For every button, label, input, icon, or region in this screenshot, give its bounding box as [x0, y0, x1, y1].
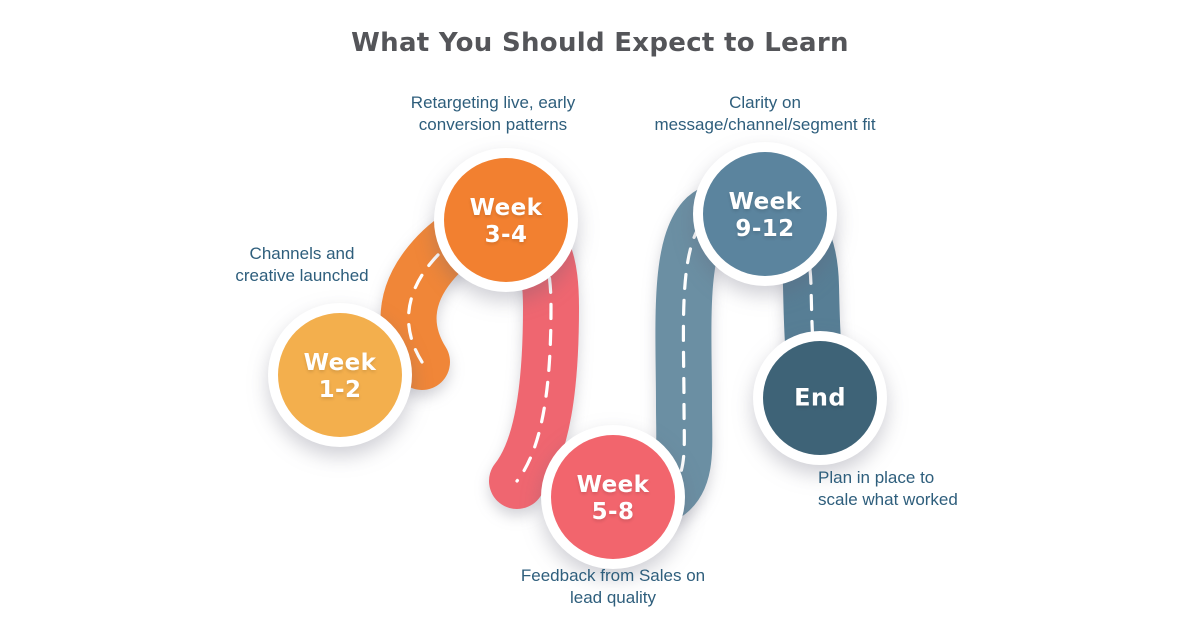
note-week-5-8: Feedback from Sales on lead quality: [520, 566, 706, 607]
week-3-4-circle: [444, 158, 568, 282]
milestone-week-5-8: [541, 425, 685, 569]
end-circle: [763, 341, 877, 455]
milestone-end: [753, 331, 887, 465]
milestone-week-1-2: [268, 303, 412, 447]
note-end: Plan in place to scale what worked: [818, 468, 958, 509]
note-week-1-2: Channels and creative launched: [235, 244, 369, 285]
note-week-9-12: Clarity on message/channel/segment fit: [654, 93, 876, 134]
milestone-nodes: [268, 142, 887, 569]
milestone-week-9-12: [693, 142, 837, 286]
week-9-12-circle: [703, 152, 827, 276]
note-week-3-4: Retargeting live, early conversion patte…: [410, 93, 576, 134]
week-1-2-circle: [278, 313, 402, 437]
milestone-week-3-4: [434, 148, 578, 292]
page-title: What You Should Expect to Learn: [351, 28, 849, 58]
week-5-8-circle: [551, 435, 675, 559]
dash-line-3: [666, 207, 767, 494]
